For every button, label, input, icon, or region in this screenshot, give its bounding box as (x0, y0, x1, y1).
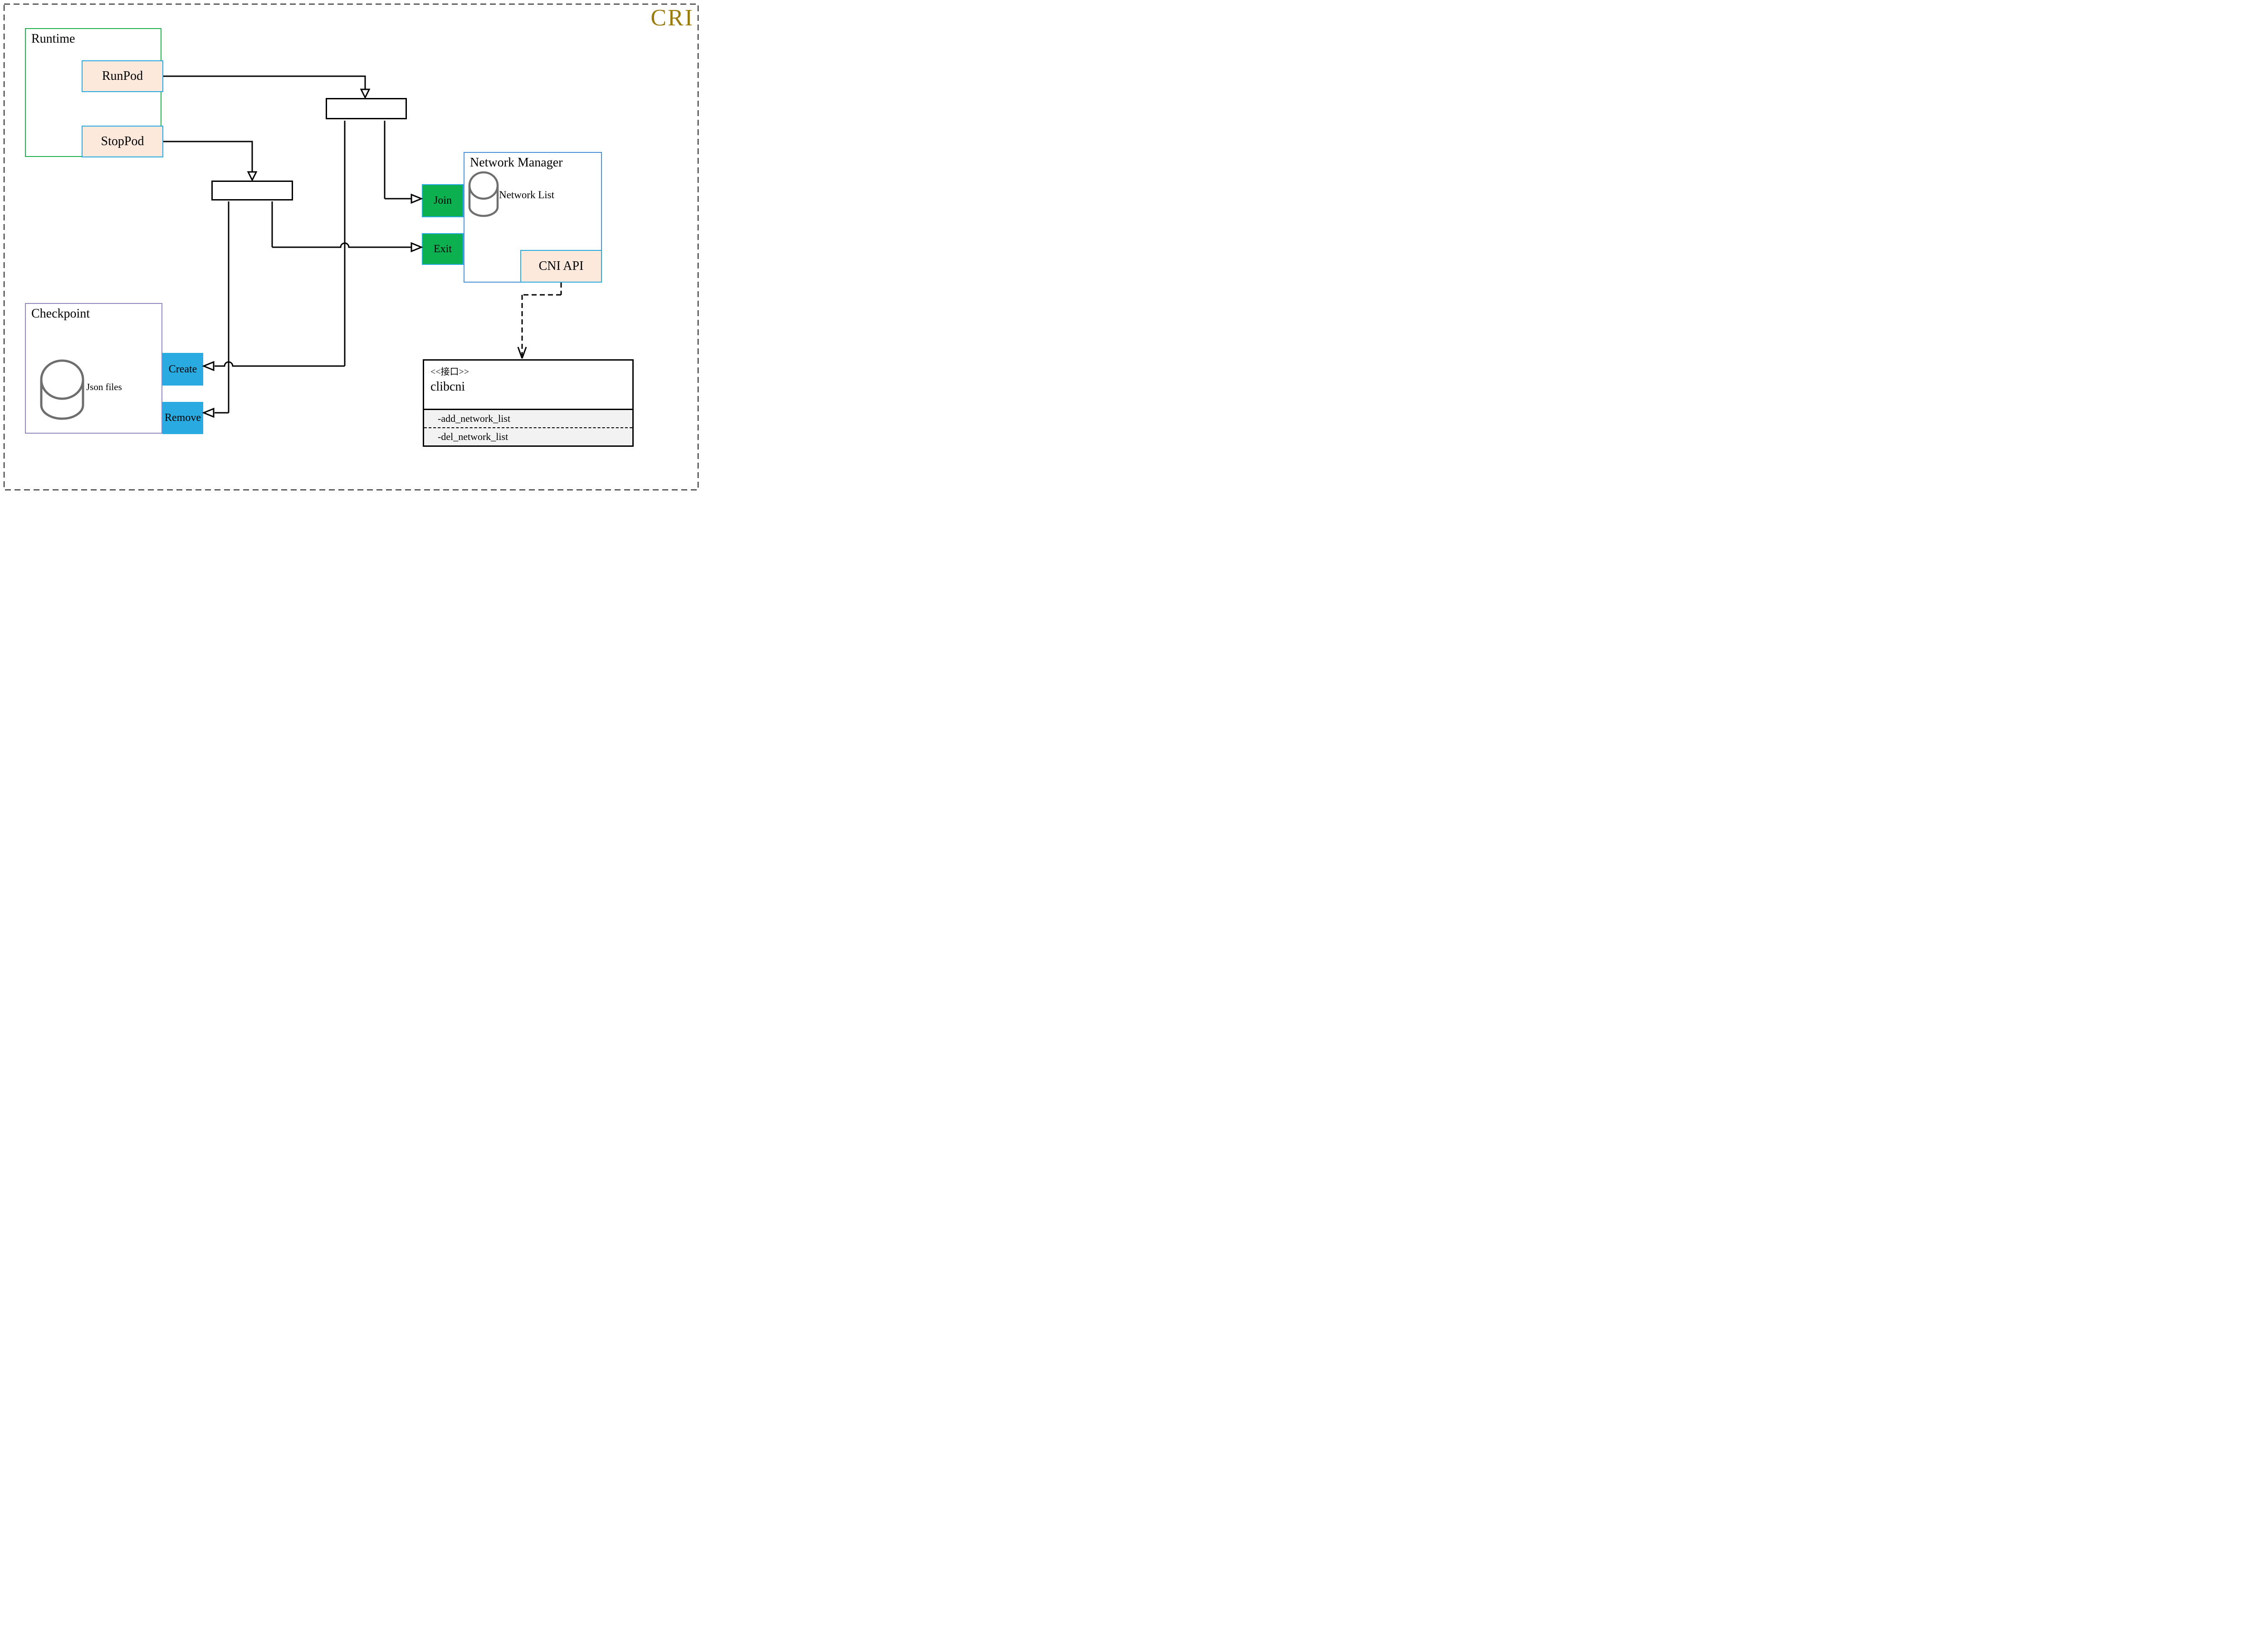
interface-clibcni-box: <<接口>> clibcni -add_network_list -del_ne… (423, 359, 634, 447)
arrowhead-right-exit-icon (411, 242, 423, 253)
arrowhead-down-process2-icon (247, 171, 258, 182)
exit-button[interactable]: Exit (422, 233, 464, 265)
runpod-button[interactable]: RunPod (82, 60, 163, 92)
arrowhead-down-process1-icon (360, 88, 371, 99)
join-button[interactable]: Join (422, 184, 464, 217)
arrowhead-left-remove-icon (202, 407, 215, 418)
arrow-stoppod-to-process2 (163, 141, 253, 172)
arrow-process1-to-join (384, 121, 411, 200)
arrow-process2-to-exit (271, 201, 411, 248)
arrowhead-open-v-clibcni-icon (517, 347, 527, 359)
interface-method-add: -add_network_list (438, 413, 511, 424)
dashed-arrow-cniapi-to-clibcni (521, 283, 562, 356)
process-box-2 (211, 181, 293, 200)
cri-logo: CRI (650, 5, 694, 31)
interface-methods-section: -add_network_list -del_network_list (424, 409, 632, 445)
network-manager-title: Network Manager (470, 156, 563, 170)
interface-stereotype: <<接口>> (430, 367, 469, 377)
remove-button[interactable]: Remove (162, 402, 203, 434)
interface-method-del: -del_network_list (424, 427, 632, 445)
arrowhead-left-create-icon (202, 361, 215, 371)
cni-api-button[interactable]: CNI API (520, 250, 602, 283)
interface-header: <<接口>> clibcni (424, 361, 632, 409)
arrow-process2-to-remove (215, 201, 230, 414)
arrow-process1-to-create (215, 121, 346, 367)
checkpoint-title: Checkpoint (31, 307, 90, 321)
arrow-runpod-to-process1 (163, 75, 366, 90)
diagram-canvas: { "logo": { "text": "CRI", "color": "#9A… (0, 0, 702, 494)
create-button[interactable]: Create (162, 353, 203, 386)
json-files-label: Json files (86, 381, 122, 392)
runtime-title: Runtime (31, 32, 75, 46)
network-list-label: Network List (499, 189, 555, 200)
arrowhead-right-join-icon (411, 193, 423, 204)
interface-name: clibcni (430, 380, 465, 394)
stoppod-button[interactable]: StopPod (82, 126, 163, 157)
process-box-1 (326, 98, 407, 119)
checkpoint-box: Checkpoint (25, 303, 162, 434)
